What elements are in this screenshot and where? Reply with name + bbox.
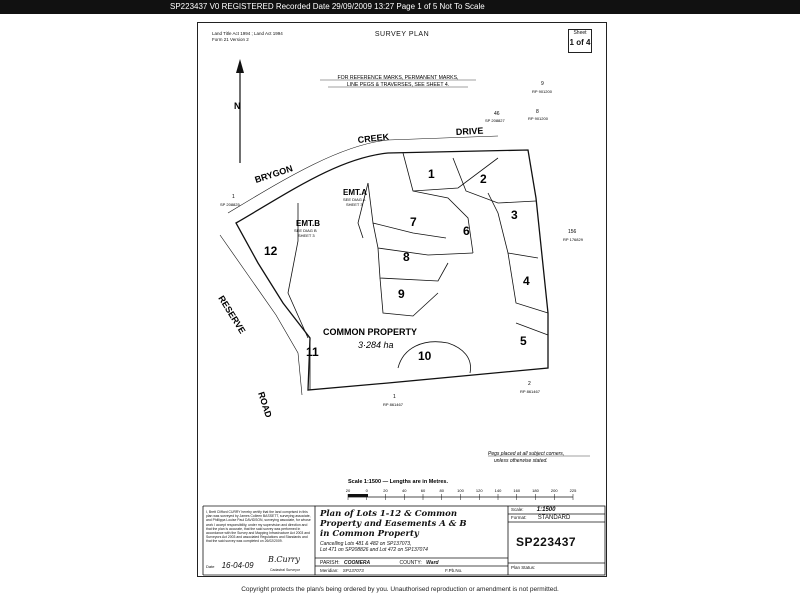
svg-text:EMT.B: EMT.B <box>296 219 320 228</box>
neighbour-lots: 9 RP 901200 8 RP 901200 46 SP 208827 1 S… <box>220 81 584 407</box>
lot-number: 5 <box>520 334 527 348</box>
svg-text:2: 2 <box>528 381 531 387</box>
svg-text:N: N <box>234 101 241 111</box>
format-row: Format: STANDARD <box>511 515 571 521</box>
lot-number: 12 <box>264 244 278 258</box>
easement-b-label: EMT.B SEE DIAG B SHEET 3 <box>294 219 320 238</box>
svg-text:1: 1 <box>393 394 396 400</box>
svg-text:1: 1 <box>232 194 235 200</box>
lot-number: 8 <box>403 250 410 264</box>
lot-number: 2 <box>480 172 487 186</box>
scale-row: Scale: 1:1500 <box>511 507 556 513</box>
county-value: Ward <box>426 560 439 566</box>
plan-status: Plan Status: <box>511 565 536 570</box>
road-name-drive: DRIVE <box>456 126 484 137</box>
reference-note: FOR REFERENCE MARKS, PERMANENT MARKS, LI… <box>320 75 476 88</box>
certificate-date: Date 16-04-09 <box>206 561 254 570</box>
reference-note-line: LINE PEGS & TRAVERSES, SEE SHEET 4. <box>347 82 449 88</box>
scale-tick-label: 20 <box>346 488 351 493</box>
plan-number: SP223437 <box>516 535 577 549</box>
lot-number: 10 <box>418 349 432 363</box>
scheme-boundary <box>235 149 549 391</box>
svg-text:RP 901200: RP 901200 <box>528 116 549 121</box>
road-name-reserve: RESERVE <box>216 294 247 336</box>
svg-text:SEE DIAG A: SEE DIAG A <box>343 197 366 202</box>
svg-text:RP 861467: RP 861467 <box>383 402 404 407</box>
lot-number: 3 <box>511 208 518 222</box>
svg-text:SHEET 3: SHEET 3 <box>346 202 363 207</box>
scale-tick-label: 40 <box>402 488 407 493</box>
svg-text:unless otherwise stated.: unless otherwise stated. <box>494 458 548 464</box>
cancelling-lots: Cancelling Lots 481 & 482 on SP137073, L… <box>320 541 428 553</box>
plan-title: SURVEY PLAN <box>374 31 430 38</box>
certificate-date-value: 16-04-09 <box>221 561 254 570</box>
svg-text:46: 46 <box>494 111 500 117</box>
svg-text:9: 9 <box>541 81 544 87</box>
svg-text:Scale 1:1500 — Lengths are in: Scale 1:1500 — Lengths are in Metres. <box>348 479 448 485</box>
scale-tick-label: 120 <box>476 488 483 493</box>
svg-text:156: 156 <box>568 229 577 235</box>
lot-number: 9 <box>398 287 405 301</box>
svg-text:RP 176829: RP 176829 <box>563 237 584 242</box>
scale-bar: Scale 1:1500 — Lengths are in Metres. 20… <box>346 479 577 500</box>
scale-tick-label: 80 <box>440 488 445 493</box>
scale-tick-label: 225 <box>570 488 577 493</box>
scale-tick-label: 20 <box>383 488 388 493</box>
scale-tick-label: 0 <box>366 488 369 493</box>
common-property-area: 3·284 ha <box>358 340 394 350</box>
lot-number: 11 <box>306 345 319 359</box>
lot-boundaries <box>287 152 549 390</box>
svg-text:SP 208827: SP 208827 <box>485 118 505 123</box>
form-line: Form 21 Version 2 <box>212 37 249 42</box>
svg-text:SHEET 3: SHEET 3 <box>298 233 315 238</box>
road-name-creek: CREEK <box>357 132 390 145</box>
lot-number: 4 <box>523 274 530 288</box>
lot-number: 1 <box>428 167 435 181</box>
lot-number: 7 <box>410 215 417 229</box>
easement-a-label: EMT.A SEE DIAG A SHEET 3 <box>343 188 367 207</box>
svg-text:8: 8 <box>536 109 539 115</box>
sheet-number-box: Sheet 1 of 4 <box>568 29 592 53</box>
plan-description: Plan of Lots 1-12 & Common Property and … <box>320 509 467 539</box>
document-status-bar: SP223437 V0 REGISTERED Recorded Date 29/… <box>0 0 800 14</box>
svg-text:RP 901200: RP 901200 <box>532 89 553 94</box>
svg-text:Pegs placed at all subject cor: Pegs placed at all subject corners, <box>488 451 564 457</box>
lot-number: 6 <box>463 224 470 238</box>
lot-numbers: 1 2 3 4 5 6 7 8 9 10 11 12 <box>264 167 530 363</box>
sheet-of: 1 of 4 <box>569 38 591 47</box>
surveyor-signature: B.Curry <box>268 555 300 564</box>
scale-tick-label: 160 <box>513 488 520 493</box>
surveyor-certificate: I, Brett Clifford CURRY hereby certify t… <box>206 510 311 544</box>
parish-row: PARISH: COOMERA COUNTY: Ward <box>320 560 439 566</box>
reference-note-line: FOR REFERENCE MARKS, PERMANENT MARKS, <box>338 75 459 81</box>
sheet-label: Sheet <box>573 30 587 36</box>
road-name-brygon: BRYGON <box>254 163 294 185</box>
meridian-row: Meridian: SP137073 F.Pb.No. <box>320 568 463 573</box>
north-arrow-icon: N <box>234 59 244 163</box>
acts-line: Land Title Act 1994 ; Land Act 1994 <box>212 31 283 36</box>
pegs-note: Pegs placed at all subject corners, unle… <box>488 451 590 464</box>
common-property-label: COMMON PROPERTY <box>323 327 417 337</box>
road-name-road: ROAD <box>256 391 274 420</box>
title-block-frame <box>202 505 606 576</box>
svg-text:RP 861467: RP 861467 <box>520 389 541 394</box>
legislation-header: Land Title Act 1994 ; Land Act 1994 Form… <box>212 31 283 43</box>
svg-text:SEE DIAG B: SEE DIAG B <box>294 228 317 233</box>
svg-text:SP 208825: SP 208825 <box>220 202 240 207</box>
svg-text:EMT.A: EMT.A <box>343 188 367 197</box>
scale-tick-label: 140 <box>495 488 502 493</box>
survey-plan-sheet: Land Title Act 1994 ; Land Act 1994 Form… <box>197 22 607 577</box>
scale-tick-label: 100 <box>457 488 464 493</box>
plan-drawing: N FOR REFERENCE MARKS, PERMANENT MARKS, … <box>202 59 606 576</box>
scale-tick-label: 200 <box>551 488 558 493</box>
scale-tick-label: 60 <box>421 488 426 493</box>
signature-caption: Cadastral Surveyor <box>270 568 300 572</box>
parish-value: COOMERA <box>344 560 371 566</box>
copyright-notice: Copyright protects the plan/s being orde… <box>241 586 559 593</box>
scale-tick-label: 180 <box>532 488 539 493</box>
